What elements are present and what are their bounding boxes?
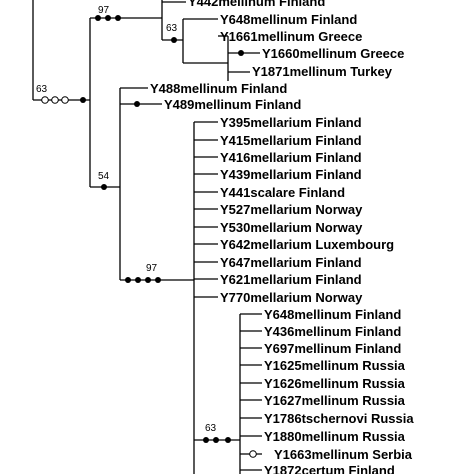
filled-marker <box>145 277 151 283</box>
filled-marker <box>155 277 161 283</box>
taxon-label: Y530mellarium Norway <box>220 220 363 235</box>
support-value: 63 <box>166 23 178 34</box>
filled-marker <box>80 97 86 103</box>
open-marker <box>249 450 257 458</box>
taxon-label: Y642mellarium Luxembourg <box>220 237 394 252</box>
open-marker <box>41 96 49 104</box>
taxon-label: Y416mellarium Finland <box>220 150 362 165</box>
filled-marker <box>101 184 107 190</box>
taxon-label: Y697mellinum Finland <box>264 341 401 356</box>
filled-marker <box>225 437 231 443</box>
filled-marker <box>171 37 177 43</box>
open-marker <box>51 96 59 104</box>
support-value: 97 <box>146 263 158 274</box>
support-labels: 97 63 63 54 97 63 <box>36 5 217 434</box>
taxon-label: Y395mellarium Finland <box>220 115 362 130</box>
taxon-label: Y489mellinum Finland <box>164 97 301 112</box>
support-value: 63 <box>205 423 217 434</box>
filled-marker <box>115 15 121 21</box>
filled-marker <box>105 15 111 21</box>
support-markers <box>41 15 257 458</box>
taxon-label: Y441scalare Finland <box>220 185 345 200</box>
taxon-label: Y1625mellinum Russia <box>264 358 406 373</box>
taxon-label: Y415mellarium Finland <box>220 133 362 148</box>
open-marker <box>61 96 69 104</box>
taxon-label: Y1786tschernovi Russia <box>264 411 414 426</box>
taxon-label: Y648mellinum Finland <box>220 12 357 27</box>
taxon-labels: Y442mellinum Finland Y648mellinum Finlan… <box>150 0 414 474</box>
taxon-label: Y527mellarium Norway <box>220 202 363 217</box>
taxon-label: Y1871mellinum Turkey <box>252 64 393 79</box>
taxon-label: Y488mellinum Finland <box>150 81 287 96</box>
filled-marker <box>238 50 244 56</box>
filled-marker <box>125 277 131 283</box>
taxon-label: Y648mellinum Finland <box>264 307 401 322</box>
filled-marker <box>203 437 209 443</box>
taxon-label: Y1872certum Finland <box>264 463 395 474</box>
taxon-label: Y442mellinum Finland <box>188 0 325 9</box>
filled-marker <box>135 277 141 283</box>
taxon-label: Y621mellarium Finland <box>220 272 362 287</box>
taxon-label: Y1661mellinum Greece <box>220 29 362 44</box>
taxon-label: Y1660mellinum Greece <box>262 46 404 61</box>
taxon-label: Y1627mellinum Russia <box>264 393 406 408</box>
taxon-label: Y1626mellinum Russia <box>264 376 406 391</box>
taxon-label: Y1663mellinum Serbia <box>274 447 413 462</box>
taxon-label: Y647mellarium Finland <box>220 255 362 270</box>
taxon-label: Y436mellinum Finland <box>264 324 401 339</box>
taxon-label: Y439mellarium Finland <box>220 167 362 182</box>
taxon-label: Y770mellarium Norway <box>220 290 363 305</box>
support-value: 54 <box>98 171 110 182</box>
filled-marker <box>213 437 219 443</box>
support-value: 97 <box>98 5 110 16</box>
taxon-label: Y1880mellinum Russia <box>264 429 406 444</box>
support-value: 63 <box>36 84 48 95</box>
filled-marker <box>134 101 140 107</box>
filled-marker <box>95 15 101 21</box>
